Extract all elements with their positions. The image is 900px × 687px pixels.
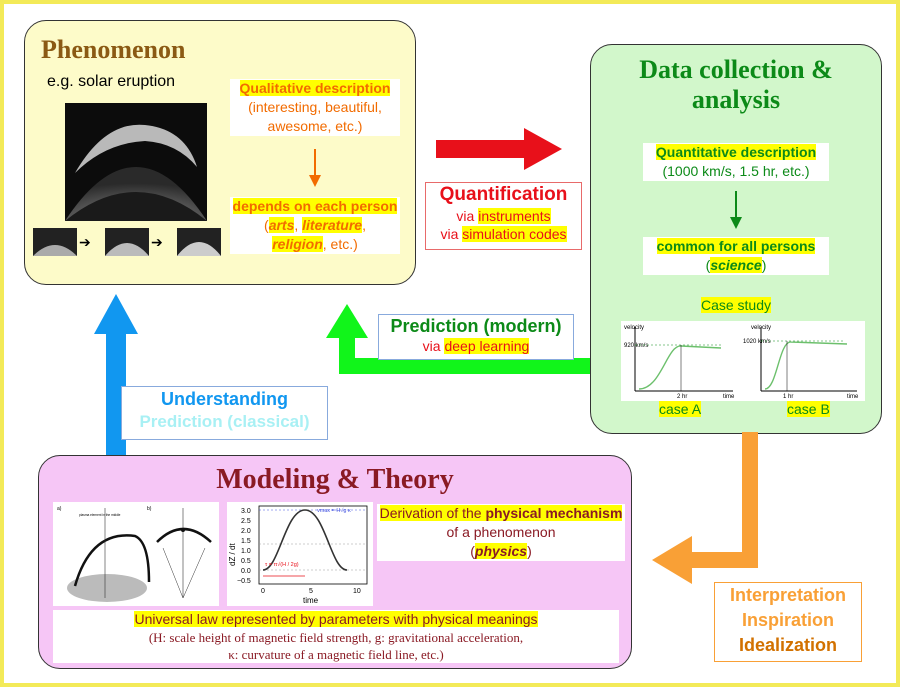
understanding-title: Understanding (160, 389, 288, 409)
case-study-text: Case study (700, 297, 772, 313)
quantification-title: Quantification (439, 184, 568, 205)
case-a-label: case A (659, 401, 702, 417)
prediction-modern-title: Prediction (modern) (390, 316, 562, 336)
science-label: science (710, 257, 762, 273)
prediction-modern-arrow (326, 304, 590, 374)
ytick: 1.0 (241, 548, 251, 555)
data-title: Data collection & analysis (591, 55, 881, 115)
common-title: common for all persons (656, 238, 816, 254)
solar-eruption-image (65, 103, 207, 221)
via-simulation: simulation codes (462, 226, 567, 242)
phenomenon-title: Phenomenon (41, 35, 186, 64)
derivation-bold: physical mechanism (485, 505, 623, 521)
graph-formula: vmax = H√g κ (317, 507, 351, 514)
quantification-label: Quantification via instruments via simul… (425, 182, 582, 250)
ytick: 2.5 (241, 518, 251, 525)
ytick: 1.5 (241, 538, 251, 545)
case-charts-panel: velocity 920 km/s 2 hr time velocity 102… (621, 321, 865, 401)
ytick: 2.0 (241, 528, 251, 535)
sketch-label-b: b) (147, 506, 152, 512)
depends-literature: literature (302, 217, 363, 233)
case-a-chart: velocity 920 km/s 2 hr time (624, 325, 735, 400)
case-b-time-label: time (847, 394, 859, 400)
case-b-chart: velocity 1020 km/s 1 hr time (743, 325, 859, 400)
case-b-text: case B (787, 401, 830, 417)
sequence-thumb-1 (33, 228, 77, 256)
graph-xlabel: time (303, 596, 319, 605)
down-arrow-icon (730, 191, 742, 229)
via-prefix: via (456, 208, 479, 224)
sketch-label-a: a) (57, 506, 62, 512)
common-panel: common for all persons (science) (643, 237, 829, 275)
graph-tau: τ = π√(H / 2g) (265, 561, 299, 568)
ytick: −0.5 (237, 578, 251, 585)
universal-law-text: Universal law represented by parameters … (134, 611, 538, 627)
dzdt-graph: dZ / dt 3.0 2.5 2.0 1.5 1.0 0.5 0.0 −0.5… (227, 502, 373, 606)
understanding-subtitle: Prediction (classical) (139, 412, 310, 431)
via-deep-learning: deep learning (444, 338, 530, 354)
via-prefix: via (422, 338, 445, 354)
data-collection-box: Data collection & analysis Quantitative … (590, 44, 882, 434)
graph-ylabel: dZ / dt (228, 543, 237, 566)
interpretation-line1: Interpretation (729, 585, 846, 605)
case-a-text: case A (659, 401, 702, 417)
interpretation-arrow (652, 432, 758, 584)
data-title-line2: analysis (691, 85, 781, 114)
case-b-velocity-label: velocity (751, 325, 771, 331)
sequence-thumb-3 (177, 228, 221, 256)
physics-label: physics (474, 543, 528, 559)
derivation-panel: Derivation of the physical mechanism of … (377, 504, 625, 561)
sequence-arrow-icon: ➔ (151, 234, 163, 250)
quantitative-title: Quantitative description (655, 144, 817, 160)
down-arrow-icon (309, 149, 321, 187)
via-prefix: via (440, 226, 463, 242)
case-a-value-label: 920 km/s (624, 343, 648, 349)
depends-etc: , etc.) (322, 236, 358, 252)
quantification-arrow (436, 128, 562, 170)
modeling-theory-box: Modeling & Theory a) b) plasma element i… (38, 455, 632, 669)
quantitative-detail: (1000 km/s, 1.5 hr, etc.) (662, 163, 810, 179)
depends-religion: religion (272, 236, 323, 252)
sequence-arrow-icon: ➔ (79, 234, 91, 250)
universal-law-panel: Universal law represented by parameters … (53, 610, 619, 663)
phenomenon-box: Phenomenon e.g. solar eruption ➔ ➔ (24, 20, 416, 285)
field-line-sketch: a) b) plasma element in the middle (53, 502, 219, 606)
prediction-modern-label: Prediction (modern) via deep learning (378, 314, 574, 360)
ytick: 0.0 (241, 568, 251, 575)
case-study-title: Case study (591, 297, 881, 313)
xtick: 0 (261, 588, 265, 595)
case-a-time-mark: 2 hr (677, 394, 687, 400)
phenomenon-example: e.g. solar eruption (47, 73, 176, 90)
quantitative-panel: Quantitative description (1000 km/s, 1.5… (643, 143, 829, 181)
interpretation-line3: Idealization (738, 635, 837, 655)
case-a-velocity-label: velocity (624, 325, 644, 331)
case-a-time-label: time (723, 394, 735, 400)
interpretation-line2: Inspiration (741, 610, 834, 630)
modeling-title: Modeling & Theory (216, 464, 454, 495)
xtick: 5 (309, 588, 313, 595)
case-b-label: case B (787, 401, 830, 417)
derivation-prefix: Derivation of the (379, 505, 486, 521)
qualitative-title: Qualitative description (239, 80, 391, 96)
qualitative-detail: (interesting, beautiful, awesome, etc.) (248, 99, 382, 134)
sketch-note: plasma element in the middle (79, 513, 121, 517)
data-title-line1: Data collection & (639, 55, 833, 84)
depends-title: depends on each person (232, 198, 398, 214)
derivation-line2: of a phenomenon (446, 524, 556, 540)
via-instruments: instruments (478, 208, 551, 224)
depends-panel: depends on each person (arts, literature… (230, 197, 400, 254)
depends-arts: arts (268, 217, 295, 233)
law-detail-2: κ: curvature of a magnetic field line, e… (228, 647, 444, 662)
interpretation-label: Interpretation Inspiration Idealization (714, 582, 862, 662)
ytick: 0.5 (241, 558, 251, 565)
case-b-time-mark: 1 hr (783, 394, 793, 400)
ytick: 3.0 (241, 508, 251, 515)
understanding-label: Understanding Prediction (classical) (121, 386, 328, 440)
case-b-value-label: 1020 km/s (743, 339, 771, 345)
law-detail-1: (H: scale height of magnetic field stren… (148, 630, 524, 645)
qualitative-panel: Qualitative description (interesting, be… (230, 79, 400, 136)
xtick: 10 (353, 588, 361, 595)
sequence-thumb-2 (105, 228, 149, 256)
